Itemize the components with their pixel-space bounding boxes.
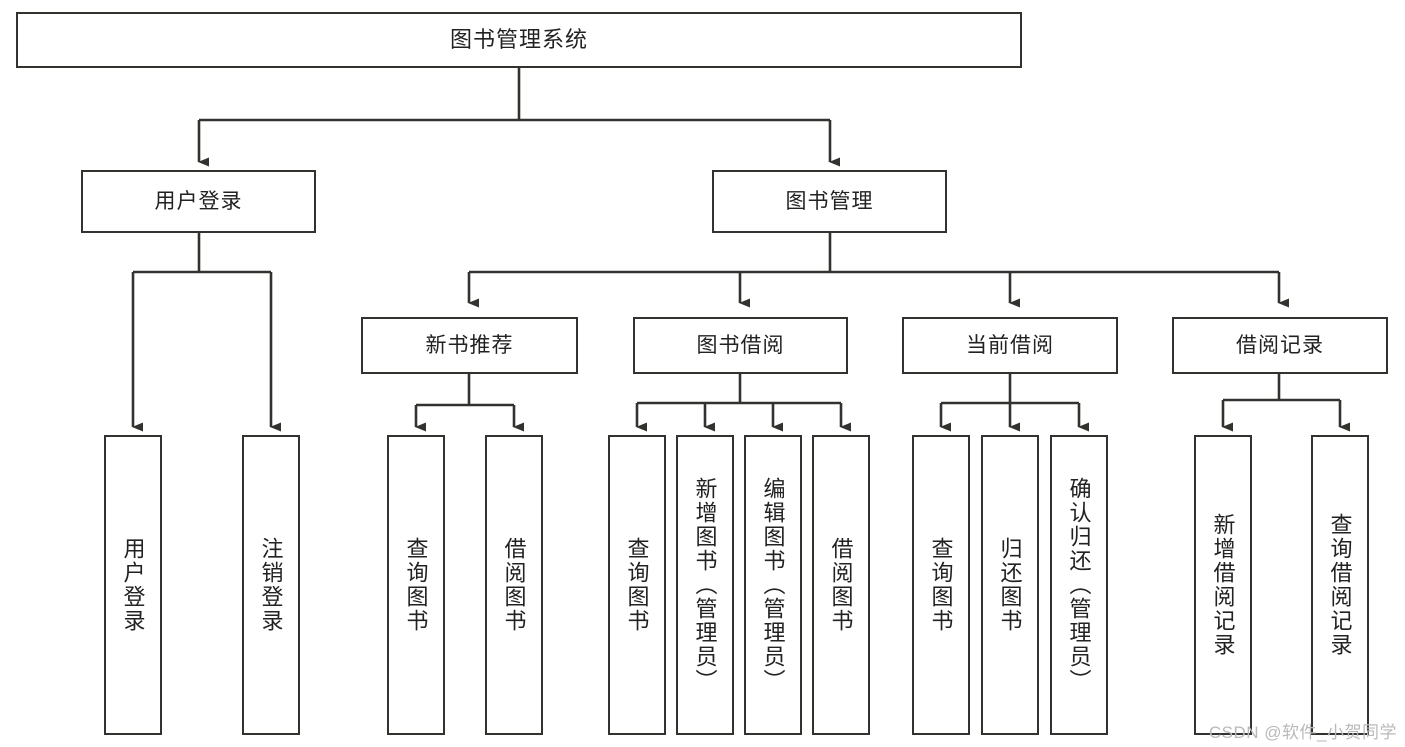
leaf-borrow-record-query-record[interactable]: 查询借阅记录 [1311, 435, 1369, 735]
leaf-current-borrow-confirm-return-admin[interactable]: 确认归还（管理员） [1050, 435, 1108, 735]
node-new-book-recommend[interactable]: 新书推荐 [361, 317, 578, 374]
leaf-borrow-record-add-record[interactable]: 新增借阅记录 [1194, 435, 1252, 735]
node-new-book-recommend-label: 新书推荐 [425, 333, 514, 357]
leaf-new-book-query-book[interactable]: 查询图书 [387, 435, 445, 735]
leaf-label: 新增借阅记录 [1210, 513, 1236, 657]
node-root-label: 图书管理系统 [449, 26, 588, 52]
leaf-label: 查询图书 [928, 537, 954, 633]
leaf-label: 编辑图书（管理员） [760, 477, 786, 693]
leaf-label: 注销登录 [258, 537, 284, 633]
leaf-label: 查询图书 [624, 537, 650, 633]
node-borrow-record[interactable]: 借阅记录 [1172, 317, 1388, 374]
leaf-label: 用户登录 [120, 537, 146, 633]
node-user-login[interactable]: 用户登录 [81, 170, 316, 233]
leaf-label: 查询借阅记录 [1327, 513, 1353, 657]
leaf-current-borrow-return-book[interactable]: 归还图书 [981, 435, 1039, 735]
node-book-management-label: 图书管理 [785, 189, 874, 213]
leaf-label: 新增图书（管理员） [692, 477, 718, 693]
node-book-borrow[interactable]: 图书借阅 [633, 317, 848, 374]
node-current-borrow[interactable]: 当前借阅 [902, 317, 1118, 374]
leaf-label: 借阅图书 [828, 537, 854, 633]
leaf-new-book-borrow-book[interactable]: 借阅图书 [485, 435, 543, 735]
leaf-user-login-logout[interactable]: 注销登录 [242, 435, 300, 735]
leaf-book-borrow-borrow-book[interactable]: 借阅图书 [812, 435, 870, 735]
leaf-book-borrow-add-book-admin[interactable]: 新增图书（管理员） [676, 435, 734, 735]
node-root-book-management-system[interactable]: 图书管理系统 [16, 12, 1022, 68]
node-book-management[interactable]: 图书管理 [712, 170, 947, 233]
node-current-borrow-label: 当前借阅 [966, 333, 1054, 357]
leaf-book-borrow-query-book[interactable]: 查询图书 [608, 435, 666, 735]
csdn-watermark: CSDN @软件_小贺同学 [1208, 723, 1397, 742]
node-user-login-label: 用户登录 [154, 189, 243, 213]
leaf-label: 确认归还（管理员） [1066, 477, 1092, 693]
leaf-user-login-login[interactable]: 用户登录 [104, 435, 162, 735]
leaf-current-borrow-query-book[interactable]: 查询图书 [912, 435, 970, 735]
leaf-label: 归还图书 [997, 537, 1023, 633]
leaf-label: 查询图书 [403, 537, 429, 633]
node-book-borrow-label: 图书借阅 [696, 333, 785, 357]
node-borrow-record-label: 借阅记录 [1236, 333, 1324, 357]
leaf-book-borrow-edit-book-admin[interactable]: 编辑图书（管理员） [744, 435, 802, 735]
leaf-label: 借阅图书 [501, 537, 527, 633]
